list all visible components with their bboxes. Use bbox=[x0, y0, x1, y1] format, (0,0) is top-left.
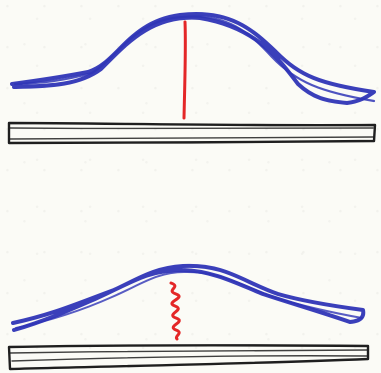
bottom-bar-inner-lines bbox=[10, 350, 367, 361]
top-bar-outline bbox=[9, 123, 375, 143]
top-curve-shadow-line bbox=[15, 16, 374, 101]
top-curve-line bbox=[12, 14, 374, 103]
top-figure bbox=[9, 14, 375, 143]
top-straight-marker-icon bbox=[184, 22, 185, 118]
bottom-wavy-marker-icon bbox=[171, 283, 179, 339]
bottom-figure bbox=[9, 266, 368, 369]
top-bar-inner-lines bbox=[10, 128, 373, 139]
bottom-curve-line bbox=[13, 266, 363, 330]
